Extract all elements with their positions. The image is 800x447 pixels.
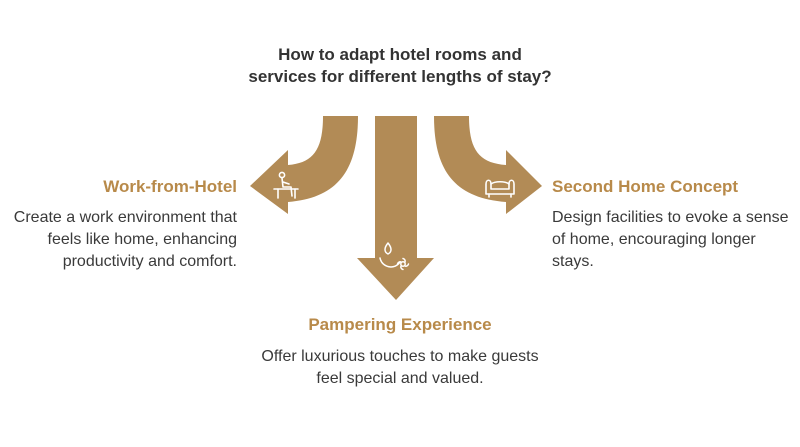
arrow-center	[357, 116, 434, 300]
sofa-icon	[485, 179, 515, 198]
diagram-question: How to adapt hotel rooms and services fo…	[248, 45, 552, 86]
pampering-title: Pampering Experience	[308, 315, 492, 334]
arrow-left	[250, 116, 358, 214]
work-from-hotel-description: Create a work environment that feels lik…	[13, 209, 237, 270]
arrow-right	[434, 116, 542, 214]
pampering-description: Offer luxurious touches to make guests f…	[261, 348, 539, 387]
work-from-hotel-title: Work-from-Hotel	[103, 177, 237, 196]
second-home-description: Design facilities to evoke a sense of ho…	[552, 209, 789, 270]
person-at-desk-icon	[273, 171, 299, 199]
spa-flower-icon	[379, 242, 410, 271]
second-home-title: Second Home Concept	[552, 177, 739, 196]
